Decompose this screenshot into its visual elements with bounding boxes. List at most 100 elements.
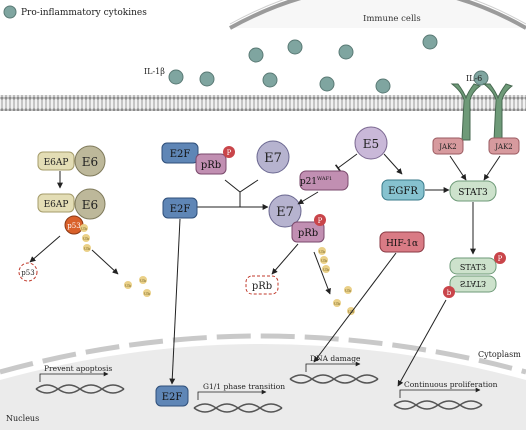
e6-label-1: E6 <box>82 155 98 169</box>
cytokine-dot <box>199 71 215 87</box>
ub-free-1: Ub Ub Ub <box>124 276 151 297</box>
apoptosis-label: Prevent apoptosis <box>44 364 112 373</box>
cytokine-dot <box>375 78 391 94</box>
e7-free: E7 <box>256 140 290 174</box>
e7-label-1: E7 <box>264 151 282 166</box>
ub-label: Ub <box>345 288 351 293</box>
ub-chain-1: Ub Ub Ub <box>80 224 91 252</box>
e2f-label-2: E2F <box>170 204 191 215</box>
dna-g1: G1/1 phase transition <box>193 382 285 413</box>
arrow-stat3-nucleus <box>397 299 447 387</box>
g1-label: G1/1 phase transition <box>203 382 285 391</box>
phospho-label: P <box>318 217 323 225</box>
merge-lines <box>224 179 259 207</box>
phospho-label: P <box>227 149 232 157</box>
stat3-dimer-label: STAT3 <box>460 263 486 272</box>
p21-sup: WAF1 <box>317 176 332 182</box>
e2f-free: E2F <box>162 197 198 219</box>
e2f-label-1: E2F <box>170 149 191 160</box>
cytokine-dot <box>338 44 354 60</box>
dna-proliferation: Continuous proliferation <box>393 380 498 410</box>
ub-label: Ub <box>348 309 354 314</box>
stat3-node: STAT3 <box>449 180 497 202</box>
arrow-to-p53 <box>29 235 61 263</box>
dna-damage-label: DNA damage <box>310 354 361 363</box>
ub-free-2: Ub Ub Ub <box>333 286 355 315</box>
phospho-label-b: b <box>447 289 452 297</box>
e6ap-e6-complex-2: E6AP E6 p53 <box>37 188 106 235</box>
ub-label: Ub <box>321 258 327 263</box>
arrow-to-ub <box>91 249 119 275</box>
arrow-to-ub-2 <box>313 251 331 295</box>
hif-label: HIF-1α <box>386 239 418 249</box>
e6ap-label-1: E6AP <box>44 158 69 168</box>
phospho-label: P <box>498 255 503 263</box>
jak2-right: JAK2 <box>488 137 520 155</box>
stat3-dimer-label-flipped: STAT3 <box>460 279 486 288</box>
prb-label-2: pRb <box>298 228 318 239</box>
e7-prb-complex: E7 pRb P Ub Ub Ub <box>268 194 330 273</box>
hif-node: HIF-1α <box>379 231 425 253</box>
proliferation-label: Continuous proliferation <box>404 380 498 389</box>
ub-label: Ub <box>84 246 90 251</box>
arrow-e2f-to-nucleus <box>169 218 181 385</box>
stat3-label: STAT3 <box>458 188 488 198</box>
cytoplasm-label: Cytoplasm <box>478 350 521 359</box>
cytokines <box>168 34 489 94</box>
p21-label: p21 <box>300 177 317 187</box>
cytokine-dot <box>422 34 438 50</box>
ub-label: Ub <box>319 249 325 254</box>
e6-label-2: E6 <box>82 198 98 212</box>
jak2-left: JAK2 <box>432 137 464 155</box>
p53-degraded-label: p53 <box>21 269 34 277</box>
immune-cells-label: Immune cells <box>363 14 421 24</box>
ub-label: Ub <box>125 283 131 288</box>
arrow-e5-egfr <box>383 153 403 175</box>
prb-degraded: pRb <box>245 275 279 295</box>
ub-label: Ub <box>140 278 146 283</box>
il1b-label: IL-1β <box>144 67 165 76</box>
immune-cell: Immune cells <box>229 0 526 30</box>
legend: Pro-inflammatory cytokines <box>3 5 147 19</box>
cytokine-dot <box>248 47 264 63</box>
e2f-label-3: E2F <box>162 392 183 403</box>
ub-label: Ub <box>144 291 150 296</box>
phospho-badge-stat3-bottom <box>443 286 455 298</box>
e5-label: E5 <box>363 137 379 151</box>
cytokine-dot <box>262 72 278 88</box>
jak2-left-label: JAK2 <box>438 143 457 151</box>
phospho-badge-2 <box>314 214 326 226</box>
legend-cytokine-icon <box>3 5 17 19</box>
stat3-dimer: STAT3 STAT3 P b <box>443 252 506 298</box>
arrow-to-prb-degraded <box>271 243 299 275</box>
cell-membrane <box>0 95 526 111</box>
arrow-jak2-stat3-right <box>483 155 501 181</box>
il6-label: IL-6 <box>466 74 482 83</box>
cytokine-dot <box>168 69 184 85</box>
cytokine-dot <box>319 76 335 92</box>
e6ap-e6-complex-1: E6AP E6 <box>37 145 106 177</box>
ub-label: Ub <box>323 267 329 272</box>
phospho-badge-1 <box>223 146 235 158</box>
e5-node: E5 <box>354 126 388 160</box>
nuclear-envelope <box>0 333 526 430</box>
e6ap-label-2: E6AP <box>44 200 69 210</box>
phospho-badge-stat3-top <box>494 252 506 264</box>
p53-degraded: p53 <box>18 262 38 282</box>
arrow-hif-dna <box>313 252 397 363</box>
dna-apoptosis: Prevent apoptosis <box>35 364 125 394</box>
dna-damage: DNA damage <box>289 354 379 384</box>
nucleus-label: Nucleus <box>6 414 39 423</box>
legend-label: Pro-inflammatory cytokines <box>21 8 147 18</box>
prb-label-1: pRb <box>201 160 221 171</box>
p21-node: p21WAF1 <box>299 170 349 191</box>
cytokine-dot <box>473 70 489 86</box>
ub-label: Ub <box>334 301 340 306</box>
arrow-p21-e7 <box>297 191 319 205</box>
egfr-label: EGFR <box>388 186 418 197</box>
e2f-prb-complex: E2F pRb P <box>161 142 235 175</box>
ub-label: Ub <box>83 236 89 241</box>
jak2-right-label: JAK2 <box>494 143 513 151</box>
